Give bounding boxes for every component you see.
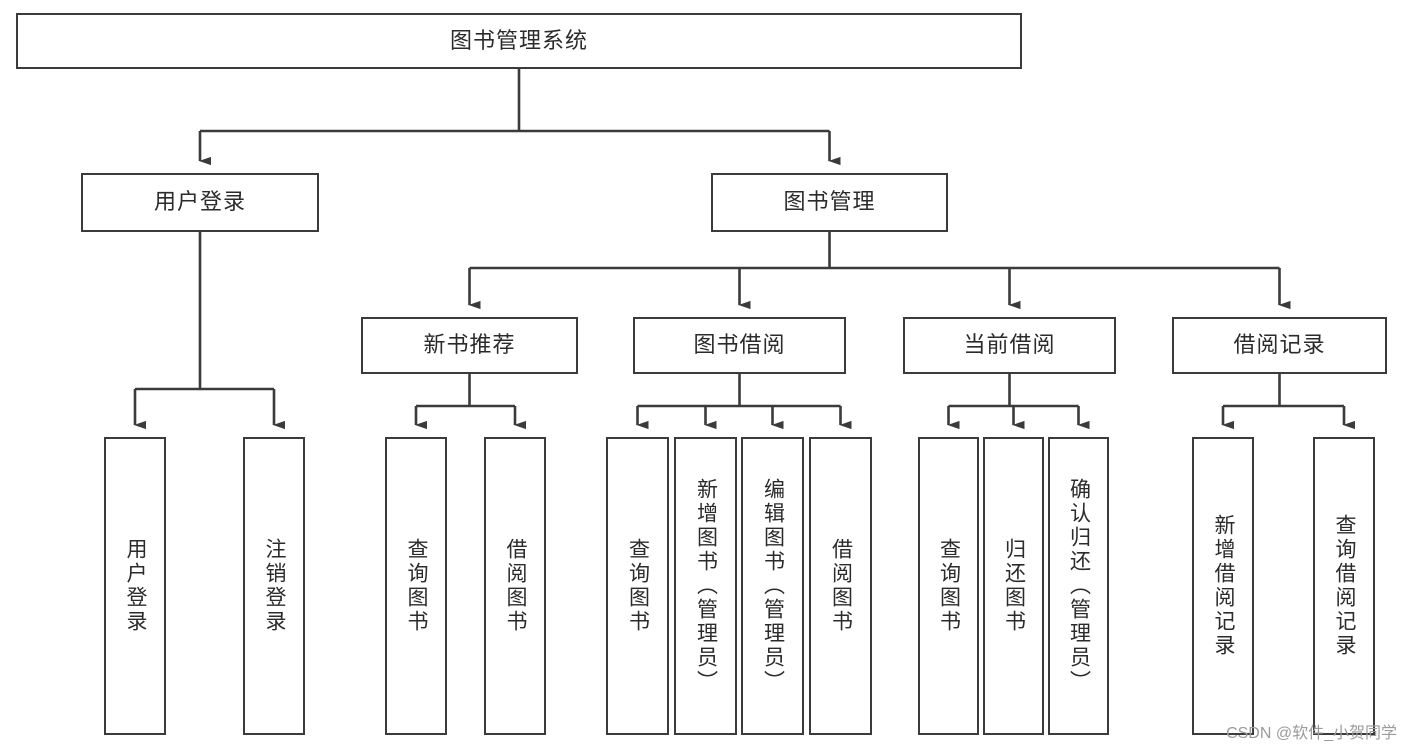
- node-label: 新书推荐: [423, 332, 516, 358]
- node-leaf-confirm-return-admin[interactable]: 确认归还（管理员）: [1048, 437, 1109, 735]
- node-label: 新增图书（管理员）: [694, 478, 718, 694]
- node-current-borrow[interactable]: 当前借阅: [903, 317, 1116, 374]
- node-label: 编辑图书（管理员）: [761, 478, 785, 694]
- node-label: 图书借阅: [693, 332, 786, 358]
- node-label: 查询图书: [405, 538, 429, 634]
- node-leaf-query-book-borrow[interactable]: 查询图书: [606, 437, 669, 735]
- node-book-borrow[interactable]: 图书借阅: [633, 317, 846, 374]
- node-leaf-add-book-admin[interactable]: 新增图书（管理员）: [674, 437, 737, 735]
- node-label: 当前借阅: [963, 332, 1056, 358]
- node-leaf-query-borrow-record[interactable]: 查询借阅记录: [1313, 437, 1375, 735]
- node-borrow-record[interactable]: 借阅记录: [1172, 317, 1387, 374]
- node-user-login[interactable]: 用户登录: [81, 173, 319, 232]
- node-label: 查询图书: [626, 538, 650, 634]
- node-label: 借阅图书: [829, 538, 853, 634]
- node-label: 图书管理系统: [449, 27, 588, 53]
- node-label: 借阅图书: [504, 538, 528, 634]
- node-label: 新增借阅记录: [1212, 514, 1236, 658]
- node-label: 查询借阅记录: [1333, 514, 1357, 658]
- node-leaf-logout-login[interactable]: 注销登录: [243, 437, 305, 735]
- node-root[interactable]: 图书管理系统: [16, 13, 1022, 69]
- node-leaf-edit-book-admin[interactable]: 编辑图书（管理员）: [741, 437, 804, 735]
- node-label: 用户登录: [124, 538, 148, 634]
- node-leaf-query-book-recommend[interactable]: 查询图书: [385, 437, 447, 735]
- node-label: 图书管理: [783, 189, 876, 215]
- node-new-book-recommend[interactable]: 新书推荐: [361, 317, 578, 374]
- node-label: 注销登录: [263, 538, 287, 634]
- node-label: 用户登录: [153, 189, 246, 215]
- node-leaf-add-borrow-record[interactable]: 新增借阅记录: [1192, 437, 1254, 735]
- node-book-manage[interactable]: 图书管理: [711, 173, 948, 232]
- node-leaf-user-login[interactable]: 用户登录: [104, 437, 166, 735]
- node-leaf-borrow-book-recommend[interactable]: 借阅图书: [484, 437, 546, 735]
- node-label: 确认归还（管理员）: [1067, 478, 1091, 694]
- node-leaf-query-book-current[interactable]: 查询图书: [918, 437, 979, 735]
- node-leaf-borrow-book[interactable]: 借阅图书: [809, 437, 872, 735]
- node-label: 查询图书: [937, 538, 961, 634]
- node-label: 借阅记录: [1233, 332, 1326, 358]
- node-label: 归还图书: [1002, 538, 1026, 634]
- node-leaf-return-book[interactable]: 归还图书: [983, 437, 1044, 735]
